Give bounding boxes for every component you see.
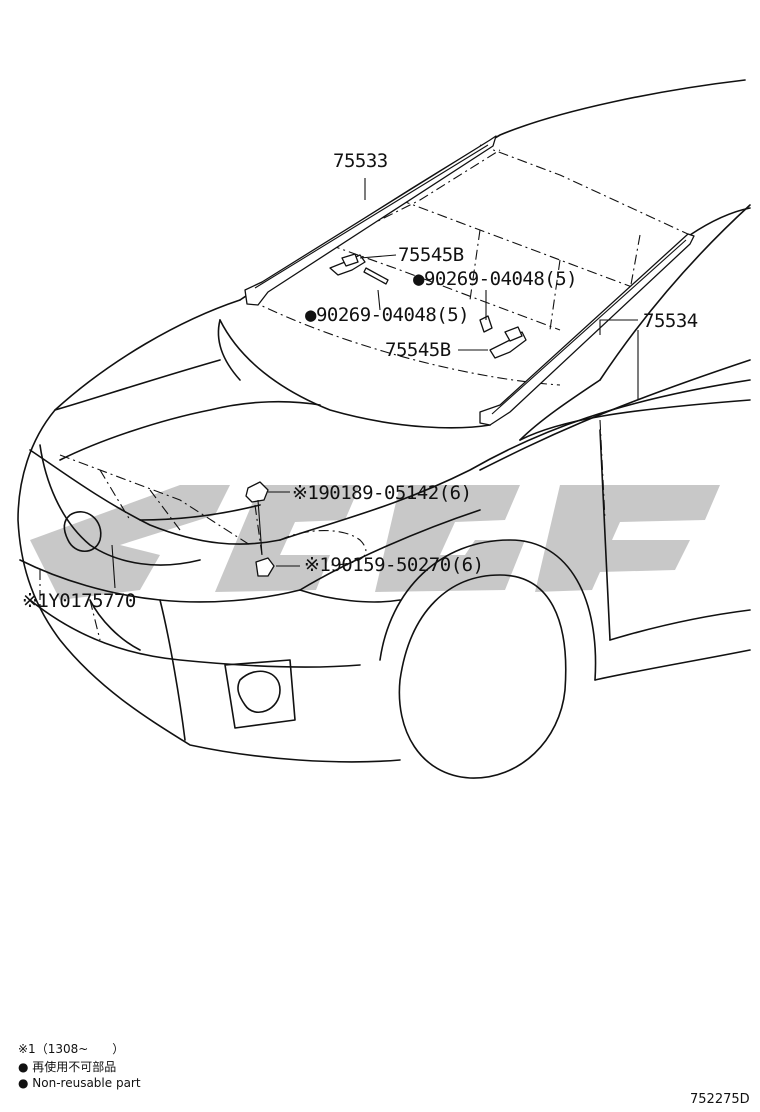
callout-90159: ※190159-50270(6) (304, 554, 484, 576)
screw-90269-right (479, 315, 493, 333)
construction-lines (39, 144, 691, 641)
clip-90189 (245, 481, 269, 503)
diagram-code: 752275D (690, 1092, 750, 1107)
callout-75534: 75534 (643, 310, 698, 332)
car-outline (17, 79, 751, 779)
callout-90269-left: ●90269-04048(5) (305, 304, 470, 326)
footnote-2: ● 再使用不可部品 (18, 1060, 117, 1074)
callout-90189: ※190189-05142(6) (292, 482, 472, 504)
footnote-1: ※1（1308~ ） (18, 1042, 125, 1056)
clip-75545b-lower (489, 326, 527, 359)
callout-75533: 75533 (333, 150, 388, 172)
footnote-3: ● Non-reusable part (18, 1076, 141, 1090)
leader-lines (111, 178, 639, 589)
clip-75545b-upper (329, 253, 366, 276)
moulding-75533 (244, 135, 497, 306)
moulding-75534 (479, 233, 695, 426)
clip-90159 (255, 499, 275, 577)
callout-90269-right: ●90269-04048(5) (413, 268, 578, 290)
watermark-logo (30, 485, 720, 600)
callout-75545b-upper: 75545B (398, 244, 464, 266)
screw-90269-left (363, 267, 389, 285)
callout-75545b-lower: 75545B (385, 339, 451, 361)
callout-y0175770: ※1Y0175770 (22, 590, 136, 612)
